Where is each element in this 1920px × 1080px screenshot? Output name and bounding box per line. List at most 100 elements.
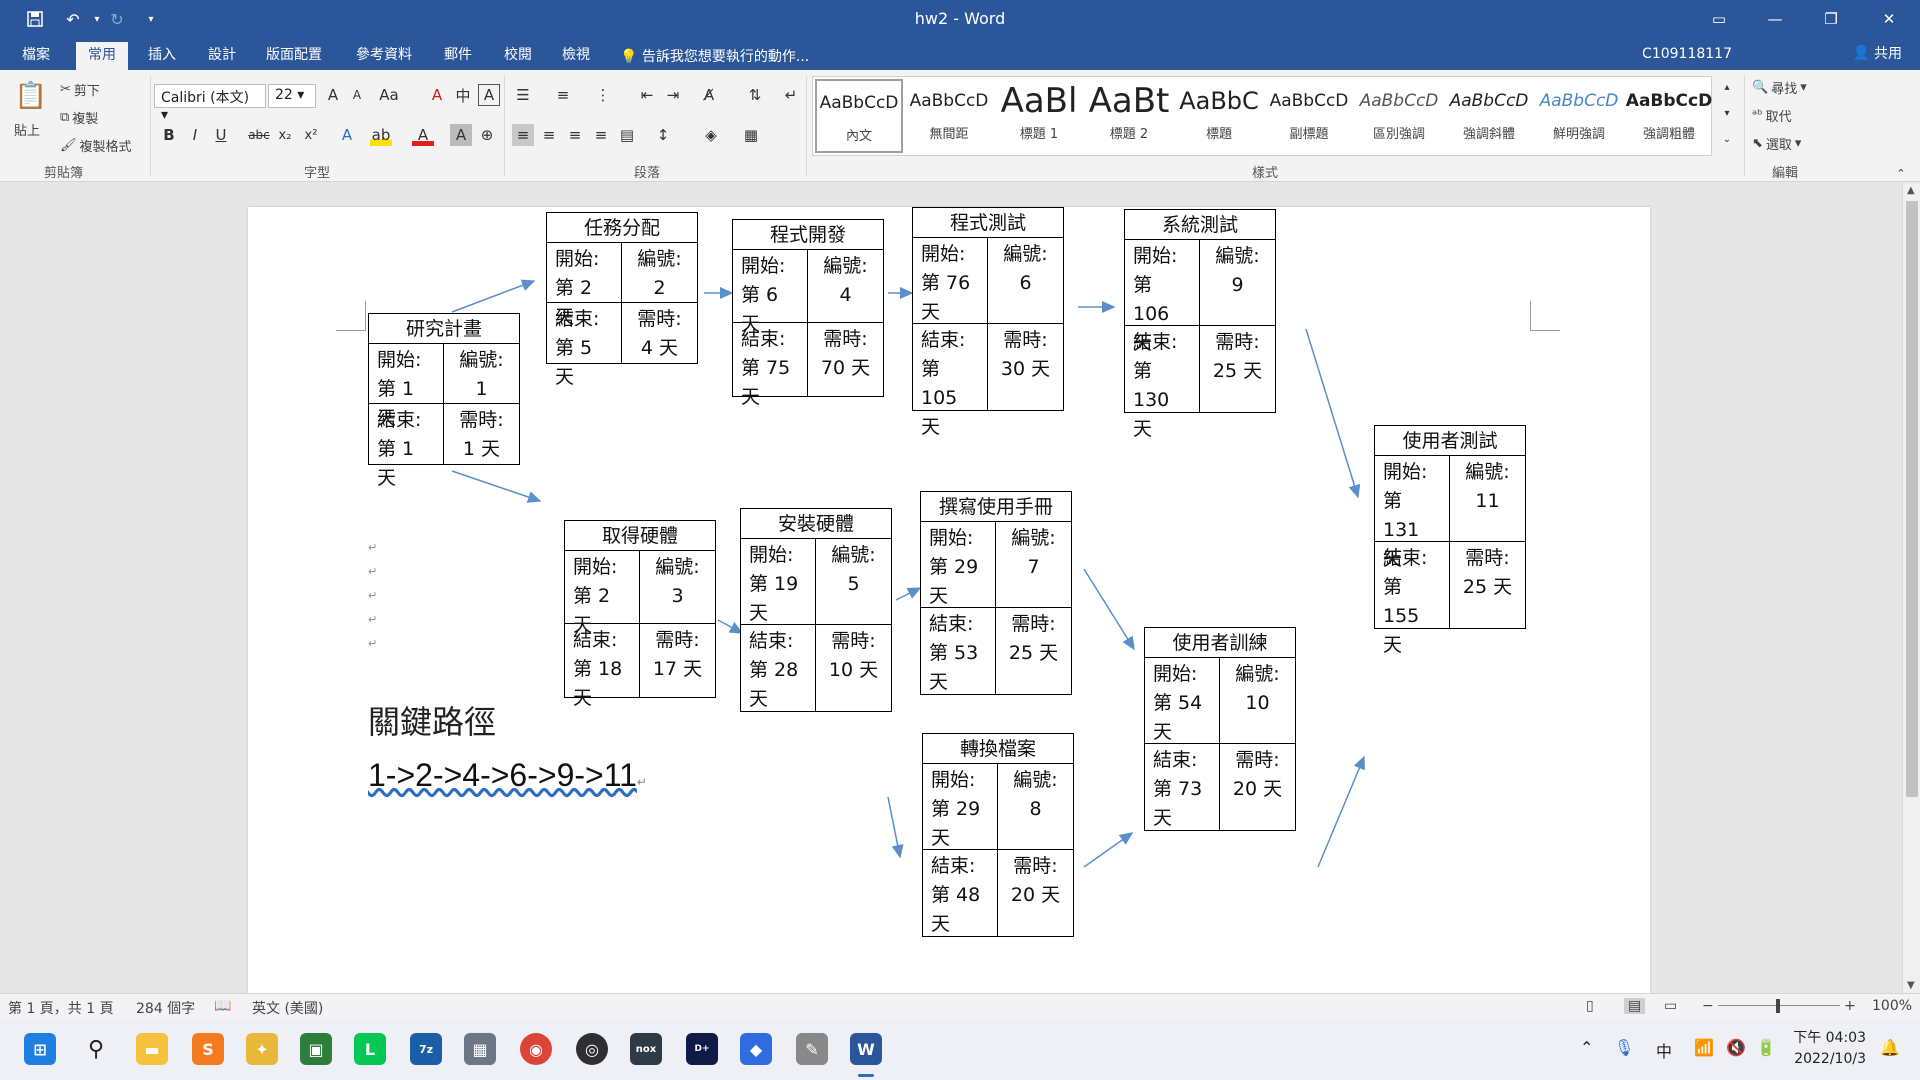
shrink-font-icon[interactable]: A [352, 88, 362, 102]
battery-icon[interactable]: 🔋 [1756, 1038, 1776, 1057]
app-icon[interactable]: ✦ [246, 1033, 278, 1065]
web-layout-icon[interactable]: ▭ [1664, 998, 1678, 1014]
obs-icon[interactable]: ◎ [576, 1033, 608, 1065]
highlight-icon[interactable]: ab [370, 124, 392, 146]
windows-start-icon[interactable]: ⊞ [24, 1033, 56, 1065]
distributed-icon[interactable]: ▤ [619, 126, 635, 144]
gallery-more-icon[interactable]: ⌄ [1722, 133, 1732, 145]
app-icon-blue[interactable]: ◆ [740, 1033, 772, 1065]
style-title[interactable]: AaBbC 標題 [1179, 87, 1259, 142]
search-icon[interactable]: ⚲ [87, 1036, 105, 1062]
ribbon-display-icon[interactable]: ▭ [1711, 10, 1727, 28]
zoom-slider-thumb[interactable] [1776, 999, 1780, 1013]
align-center-icon[interactable]: ≡ [542, 126, 556, 144]
enclose-char-icon[interactable]: ⊕ [480, 126, 494, 144]
redo-icon[interactable]: ↻ [110, 9, 124, 29]
find-button[interactable]: 🔍尋找▾ [1752, 80, 1807, 97]
dependency-arrow[interactable] [717, 619, 744, 634]
read-mode-icon[interactable]: ▯ [1586, 998, 1594, 1014]
shading-icon[interactable]: ◈ [705, 126, 717, 144]
style-subtitle[interactable]: AaBbCcD 副標題 [1269, 91, 1349, 142]
tab-review[interactable]: 校閱 [504, 47, 532, 63]
style-intense-emphasis[interactable]: AaBbCcD 鮮明強調 [1539, 91, 1619, 142]
user-account[interactable]: C109118117 [1642, 46, 1732, 62]
style-heading-1[interactable]: AaBl 標題 1 [1000, 81, 1078, 142]
style-strong[interactable]: AaBbCcD 強調粗體 [1625, 91, 1713, 142]
char-shading-icon[interactable]: A [450, 124, 472, 146]
numbering-icon[interactable]: ≡ [556, 86, 570, 104]
text-effects-icon[interactable]: A [341, 126, 353, 144]
volume-mute-icon[interactable]: 🔇 [1726, 1038, 1746, 1057]
customize-qat-icon[interactable]: ▾ [148, 13, 154, 25]
bold-icon[interactable]: B [163, 126, 175, 144]
nox-icon[interactable]: nox [630, 1033, 662, 1065]
chrome-icon[interactable]: ◉ [520, 1033, 552, 1065]
dependency-arrow[interactable] [1083, 832, 1134, 868]
grow-font-icon[interactable]: A [327, 86, 339, 104]
tab-mailings[interactable]: 郵件 [444, 47, 472, 63]
tab-home[interactable]: 常用 [76, 42, 128, 70]
subscript-icon[interactable]: x₂ [278, 127, 292, 143]
show-marks-icon[interactable]: ↵ [784, 86, 798, 104]
clock[interactable]: 下午 04:03 2022/10/3 [1793, 1028, 1866, 1070]
paste-icon[interactable]: 📋 [14, 81, 48, 111]
cut-button[interactable]: ✂剪下 [60, 82, 100, 99]
style-heading-2[interactable]: AaBt 標題 2 [1088, 81, 1170, 142]
undo-icon[interactable]: ↶ [66, 9, 80, 29]
notification-icon[interactable]: 🔔 [1880, 1038, 1900, 1057]
style-no-spacing[interactable]: AaBbCcD 無間距 [909, 91, 989, 142]
minimize-icon[interactable]: — [1767, 10, 1783, 28]
language-indicator[interactable]: 英文 (美國) [252, 1001, 324, 1017]
dependency-arrow[interactable] [451, 470, 542, 503]
gallery-down-icon[interactable]: ▾ [1724, 107, 1730, 119]
tab-insert[interactable]: 插入 [148, 47, 176, 63]
phonetic-guide-icon[interactable]: 中 [455, 86, 471, 105]
zoom-in-icon[interactable]: + [1844, 998, 1856, 1014]
font-color-icon[interactable]: A [412, 124, 434, 146]
undo-dropdown-icon[interactable]: ▾ [94, 13, 100, 25]
select-button[interactable]: ⬉選取▾ [1752, 136, 1802, 153]
dependency-arrow[interactable] [887, 796, 904, 859]
font-size-select[interactable]: 22 ▾ [268, 84, 316, 108]
tell-me-box[interactable]: 💡 告訴我您想要執行的動作... [620, 46, 809, 66]
sort-icon[interactable]: ⇅ [748, 86, 762, 104]
dependency-arrow[interactable] [1317, 755, 1365, 868]
scroll-down-icon[interactable]: ▼ [1907, 980, 1915, 991]
tab-view[interactable]: 檢視 [562, 47, 590, 63]
dependency-arrow[interactable] [895, 587, 922, 601]
tab-file[interactable]: 檔案 [22, 47, 50, 63]
zoom-level[interactable]: 100% [1872, 998, 1913, 1014]
word-count[interactable]: 284 個字 [136, 1001, 196, 1017]
gallery-up-icon[interactable]: ▴ [1724, 81, 1730, 93]
decrease-indent-icon[interactable]: ⇤ [640, 86, 654, 104]
word-icon[interactable]: W [850, 1033, 882, 1065]
ime-indicator[interactable]: 中 [1656, 1042, 1673, 1061]
style-emphasis[interactable]: AaBbCcD 強調斜體 [1449, 91, 1529, 142]
char-border-icon[interactable]: A [478, 84, 500, 106]
scrollbar-thumb[interactable] [1906, 201, 1918, 797]
disney-plus-icon[interactable]: D+ [686, 1033, 718, 1065]
italic-icon[interactable]: I [192, 126, 198, 144]
style-subtle-emphasis[interactable]: AaBbCcD 區別強調 [1359, 91, 1439, 142]
font-family-select[interactable]: Calibri (本文) ▾ [154, 84, 266, 123]
show-hidden-icons[interactable]: ⌃ [1580, 1038, 1594, 1057]
underline-icon[interactable]: U [215, 126, 227, 144]
scroll-up-icon[interactable]: ▲ [1907, 185, 1915, 196]
bullets-icon[interactable]: ☰ [516, 86, 530, 104]
strikethrough-icon[interactable]: abc [248, 128, 270, 142]
superscript-icon[interactable]: x² [304, 127, 318, 143]
page-count[interactable]: 第 1 頁，共 1 頁 [8, 1001, 114, 1017]
format-painter-button[interactable]: 🖌複製格式 [60, 138, 132, 155]
tab-references[interactable]: 參考資料 [356, 47, 412, 63]
